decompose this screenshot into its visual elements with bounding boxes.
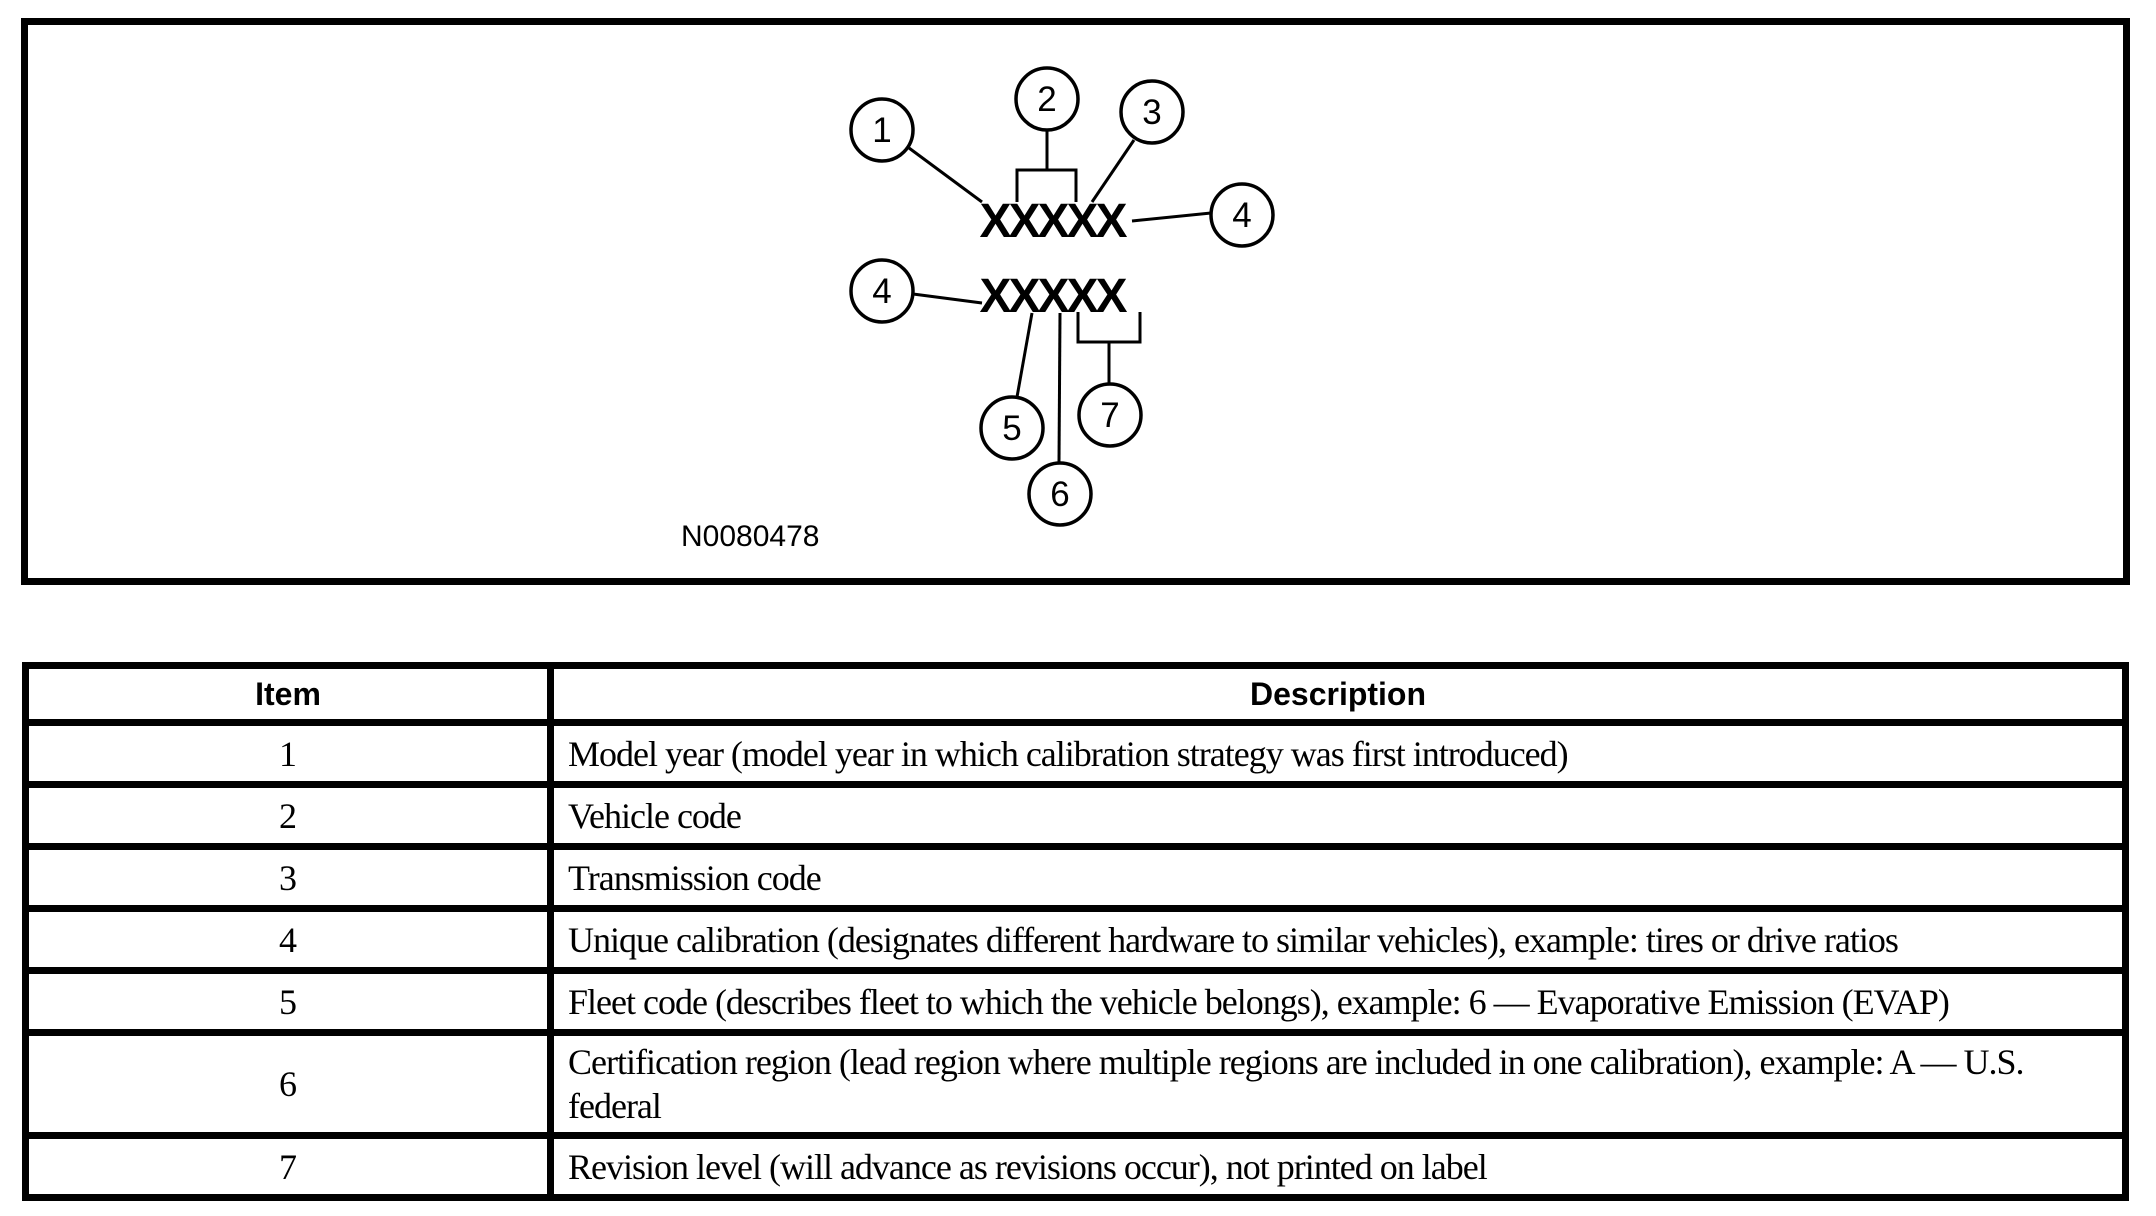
calibration-code-figure: XXXXX XXXXX 1 2 3 4 4 5 6 bbox=[21, 18, 2130, 585]
callout-7-circle bbox=[1077, 382, 1143, 448]
item-description: Fleet code (describes fleet to which the… bbox=[547, 967, 2129, 1036]
callout-3-circle bbox=[1119, 79, 1185, 145]
leader-line-callout5 bbox=[1015, 312, 1034, 398]
callout-1: 1 bbox=[849, 97, 915, 163]
table-row: 5 Fleet code (describes fleet to which t… bbox=[22, 967, 2129, 1036]
callout-4-left-number: 4 bbox=[872, 272, 891, 311]
code-string-top: XXXXX bbox=[979, 195, 1127, 248]
table-row: 1 Model year (model year in which calibr… bbox=[22, 719, 2129, 788]
leader-line-callout4-right bbox=[1131, 211, 1212, 223]
item-description: Model year (model year in which calibrat… bbox=[547, 719, 2129, 788]
callout-6-circle bbox=[1027, 461, 1093, 527]
item-description: Unique calibration (designates different… bbox=[547, 905, 2129, 974]
callout-2-number: 2 bbox=[1037, 80, 1056, 119]
callout-4-right: 4 bbox=[1209, 182, 1275, 248]
bracket-chars-2-3 bbox=[1015, 168, 1078, 202]
callout-3-number: 3 bbox=[1142, 93, 1161, 132]
callout-5-circle bbox=[979, 395, 1045, 461]
callout-7-number: 7 bbox=[1100, 396, 1119, 435]
description-column-header: Description bbox=[547, 662, 2129, 726]
callout-2: 2 bbox=[1014, 66, 1080, 132]
item-number: 6 bbox=[22, 1029, 554, 1139]
callout-5: 5 bbox=[979, 395, 1045, 461]
callout-1-number: 1 bbox=[872, 111, 891, 150]
table-row: 3 Transmission code bbox=[22, 843, 2129, 912]
item-number: 1 bbox=[22, 719, 554, 788]
figure-reference-number: N0080478 bbox=[681, 520, 819, 553]
callout-1-circle bbox=[849, 97, 915, 163]
leader-line-callout1 bbox=[908, 146, 983, 204]
callout-7: 7 bbox=[1077, 382, 1143, 448]
item-number: 7 bbox=[22, 1132, 554, 1201]
table-row: 4 Unique calibration (designates differe… bbox=[22, 905, 2129, 974]
item-number: 3 bbox=[22, 843, 554, 912]
item-description: Vehicle code bbox=[547, 781, 2129, 850]
calibration-code-diagram: XXXXX XXXXX 1 2 3 4 4 5 6 bbox=[681, 66, 1275, 553]
callout-4-left: 4 bbox=[849, 258, 915, 324]
item-description: Certification region (lead region where … bbox=[547, 1029, 2129, 1139]
leader-line-callout4-left bbox=[912, 292, 983, 305]
code-string-bottom: XXXXX bbox=[979, 270, 1127, 323]
callout-4-right-number: 4 bbox=[1232, 196, 1251, 235]
callout-6: 6 bbox=[1027, 461, 1093, 527]
callout-6-number: 6 bbox=[1050, 475, 1069, 514]
leader-line-callout3 bbox=[1090, 139, 1136, 203]
item-column-header: Item bbox=[22, 662, 554, 726]
item-number: 5 bbox=[22, 967, 554, 1036]
callout-5-number: 5 bbox=[1002, 409, 1021, 448]
item-description: Revision level (will advance as revision… bbox=[547, 1132, 2129, 1201]
leader-line-callout6 bbox=[1057, 312, 1062, 463]
callout-4-right-circle bbox=[1209, 182, 1275, 248]
item-description: Transmission code bbox=[547, 843, 2129, 912]
callout-4-left-circle bbox=[849, 258, 915, 324]
table-row: 6 Certification region (lead region wher… bbox=[22, 1029, 2129, 1139]
callout-3: 3 bbox=[1119, 79, 1185, 145]
table-row: 7 Revision level (will advance as revisi… bbox=[22, 1132, 2129, 1201]
item-number: 4 bbox=[22, 905, 554, 974]
table-header-row: Item Description bbox=[22, 662, 2129, 726]
callout-2-circle bbox=[1014, 66, 1080, 132]
item-description-table: Item Description 1 Model year (model yea… bbox=[22, 662, 2129, 1201]
item-number: 2 bbox=[22, 781, 554, 850]
table-row: 2 Vehicle code bbox=[22, 781, 2129, 850]
